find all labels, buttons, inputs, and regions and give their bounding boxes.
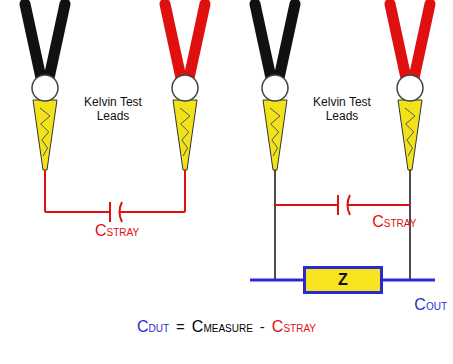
equation-operator: =: [176, 318, 185, 335]
equation: CDUT = CMEASURE-CSTRAY: [0, 318, 453, 336]
clip-jaw-teeth: [405, 108, 415, 156]
clip-tip: [263, 100, 287, 170]
impedance-box: Z: [303, 266, 383, 294]
clip-jaw-teeth: [40, 108, 50, 156]
equation-operator: -: [260, 318, 265, 335]
clip-handle: [414, 4, 430, 78]
capacitance-label: COUT: [414, 296, 447, 314]
component-label: Z: [338, 271, 348, 289]
equation-term: CSTRAY: [272, 318, 316, 336]
clip-tip: [398, 100, 422, 170]
clip-handle: [165, 4, 181, 78]
clip-pivot: [397, 75, 423, 101]
clip-handle: [25, 4, 41, 78]
capacitance-label: CSTRAY: [95, 222, 139, 240]
clip-jaw-teeth: [180, 108, 190, 156]
clip-handle: [189, 4, 205, 78]
equation-term: CMEASURE: [192, 318, 253, 336]
clip-tip: [33, 100, 57, 170]
clip-handle: [390, 4, 406, 78]
clip-pivot: [172, 75, 198, 101]
clip-jaw-teeth: [270, 108, 280, 156]
clip-handle: [255, 4, 271, 78]
clip-handle: [49, 4, 65, 78]
equation-term: CDUT: [137, 318, 169, 336]
capacitance-label: CSTRAY: [372, 213, 416, 231]
lead-caption: Kelvin Test Leads: [83, 95, 143, 123]
test-clips: [25, 4, 430, 170]
dut-wiring: [250, 170, 435, 280]
clip-tip: [173, 100, 197, 170]
lead-caption: Kelvin Test Leads: [312, 95, 372, 123]
clip-pivot: [32, 75, 58, 101]
clip-pivot: [262, 75, 288, 101]
clip-handle: [279, 4, 295, 78]
stray-capacitor-wiring: [45, 170, 185, 222]
